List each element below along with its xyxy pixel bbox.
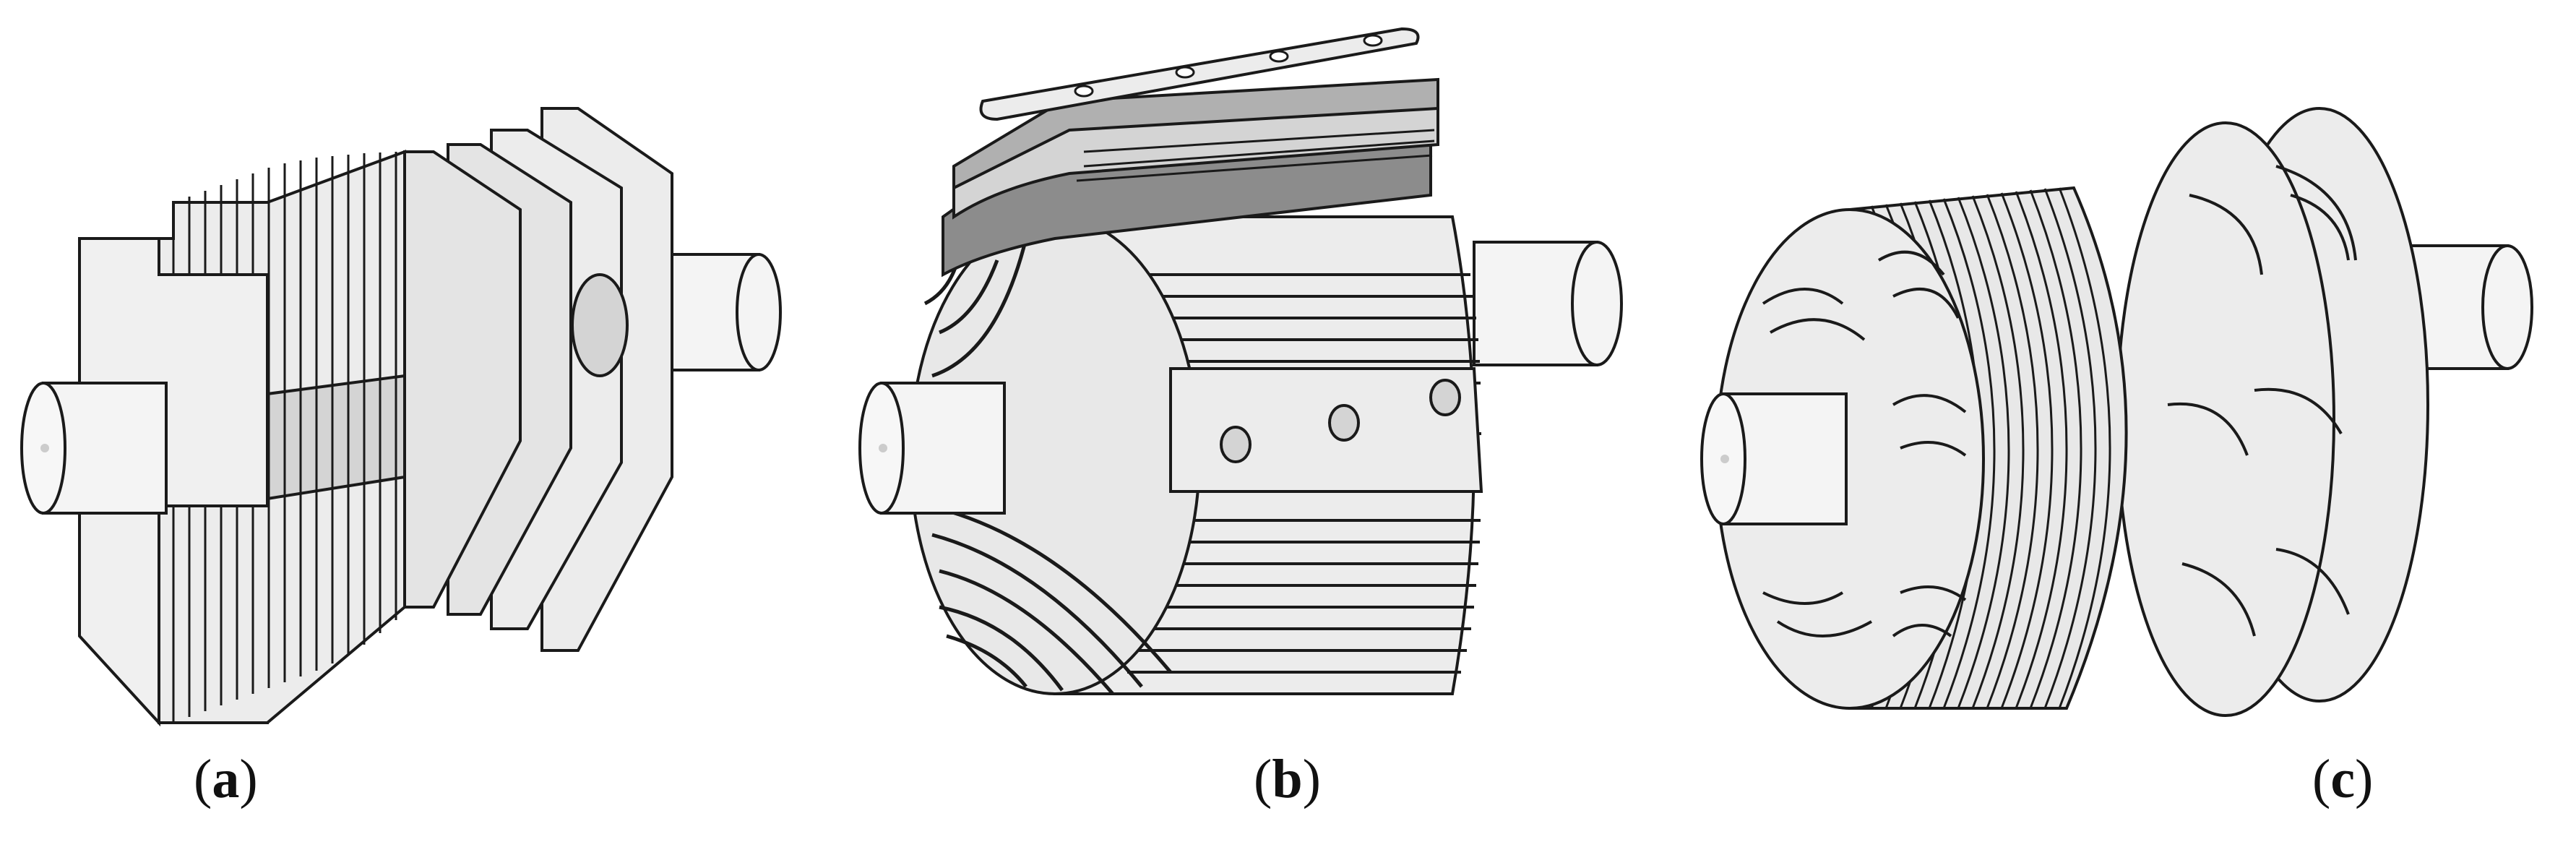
panel-a-shaft-left xyxy=(20,382,168,515)
panel-c-discs xyxy=(2116,107,2429,717)
panel-c-axially-laminated-rotor xyxy=(1700,107,2533,717)
panel-a-lamination-stack xyxy=(78,150,406,727)
panel-a-exploded-laminations xyxy=(403,107,673,652)
panel-b-flux-barrier-rotor xyxy=(858,27,1623,695)
panel-b-caption: (b) xyxy=(1254,749,1321,809)
panel-a-caption: (a) xyxy=(194,749,258,809)
panel-b-shaft-left xyxy=(858,382,1006,515)
panel-c-shaft-left xyxy=(1700,392,1848,525)
panel-c-caption: (c) xyxy=(2312,749,2374,809)
panel-b-rivet-holes xyxy=(1220,379,1461,463)
panel-c-lamination-stack xyxy=(1715,186,2128,710)
panel-b-shaft-right xyxy=(1473,241,1623,366)
panel-b-rotor-cylinder xyxy=(909,215,1483,695)
panel-b-exploded-barrier-layers xyxy=(942,27,1439,278)
panel-a-shaft-right xyxy=(671,253,782,371)
panel-a-laminated-salient-pole-rotor xyxy=(20,107,782,727)
